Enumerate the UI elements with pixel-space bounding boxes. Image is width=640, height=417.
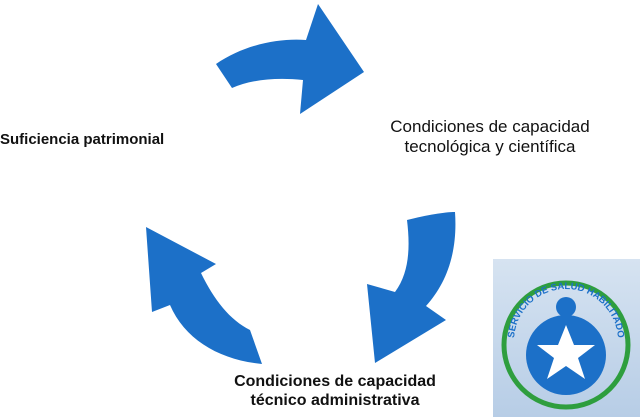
node-capacidad-tecnico-administrativa: Condiciones de capacidad técnico adminis…	[200, 372, 470, 410]
node-label-line: Condiciones de capacidad	[390, 117, 590, 136]
node-label-line: Suficiencia patrimonial	[0, 131, 165, 148]
arrow-top	[216, 4, 364, 114]
node-suficiencia-patrimonial: Suficiencia patrimonial	[0, 131, 164, 149]
node-label-line: técnico administrativa	[250, 392, 420, 410]
logo-figure-head	[556, 297, 576, 317]
node-label-line: Condiciones de capacidad	[234, 373, 436, 390]
node-capacidad-tecnologica: Condiciones de capacidad tecnológica y c…	[348, 117, 632, 158]
logo-seal: SERVICIO DE SALUD HABILITADO	[501, 280, 631, 410]
star-icon	[537, 325, 595, 379]
node-label-line: tecnológica y científica	[404, 137, 576, 157]
logo-ring	[501, 280, 631, 410]
arrow-bottom-left	[146, 227, 262, 364]
arrow-right	[367, 212, 456, 363]
servicio-salud-habilitado-logo: SERVICIO DE SALUD HABILITADO	[493, 259, 640, 417]
